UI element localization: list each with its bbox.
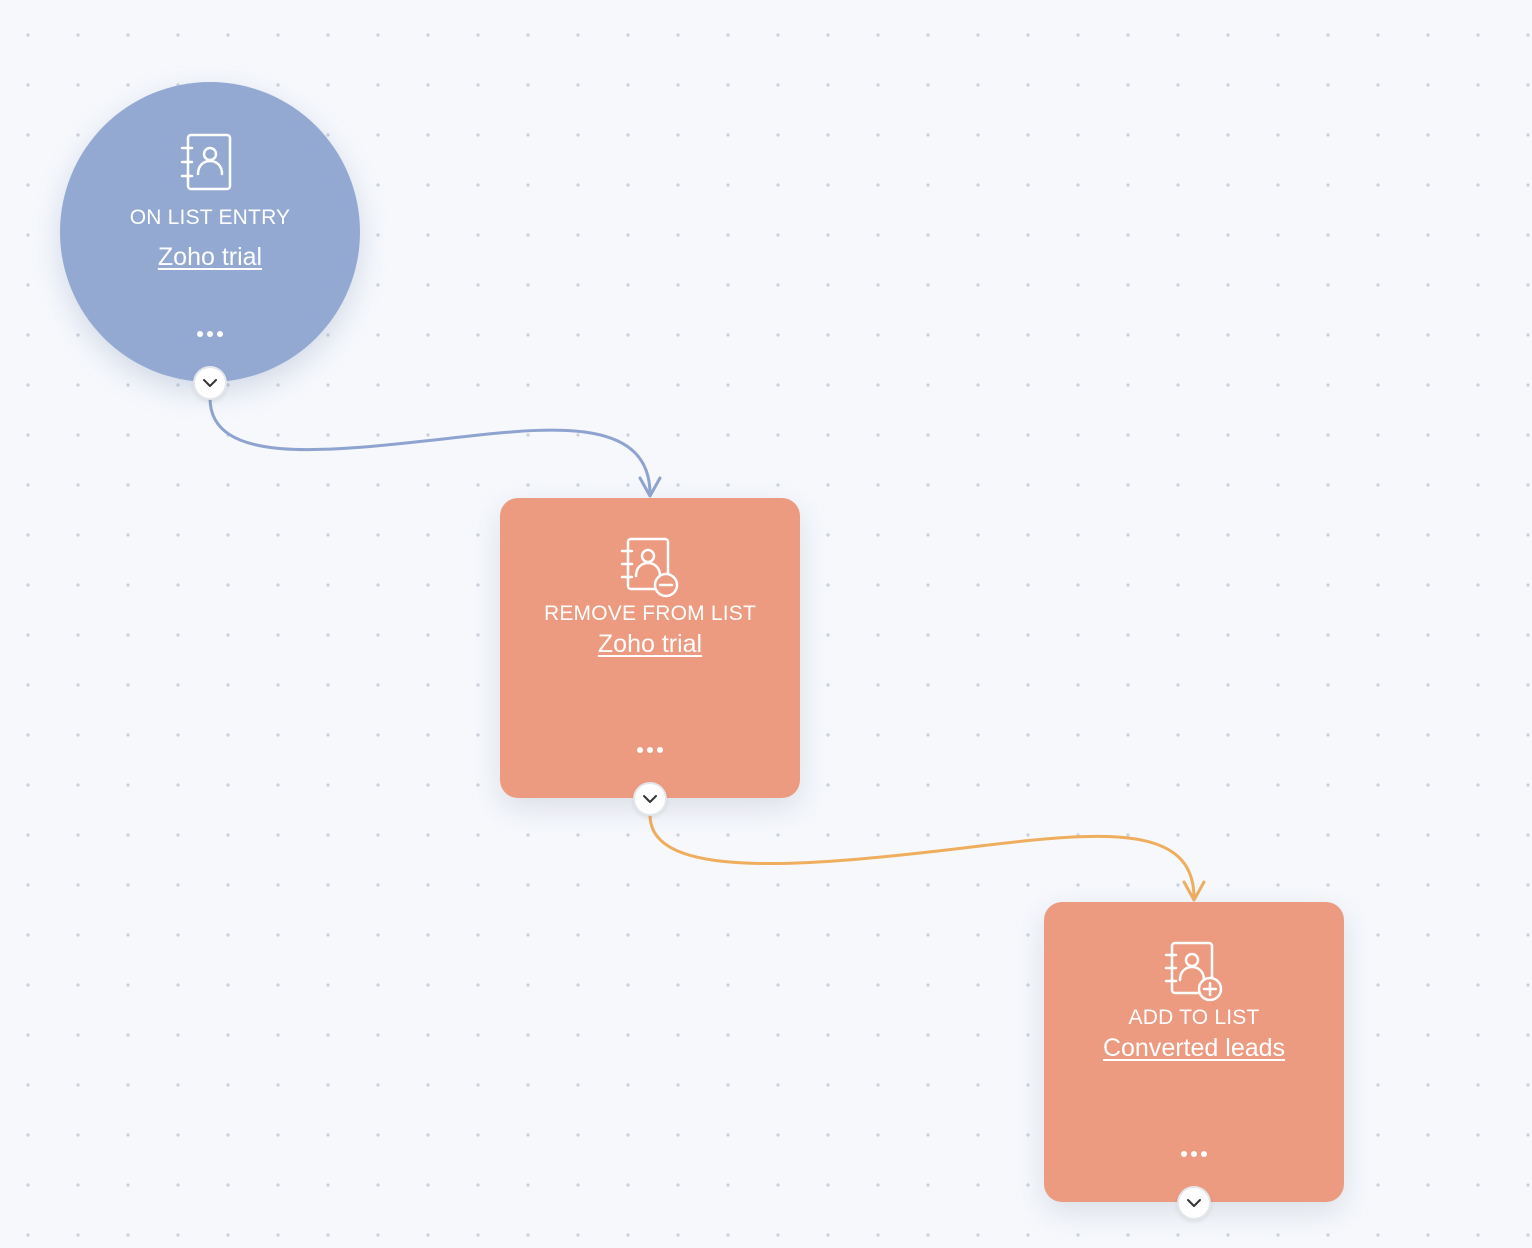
expand-toggle-button[interactable] bbox=[193, 366, 227, 400]
node-title: ADD TO LIST bbox=[1128, 1006, 1260, 1029]
arrowhead-remove-icon bbox=[638, 476, 662, 498]
trigger-node-on-list-entry[interactable]: ON LIST ENTRY Zoho trial bbox=[60, 82, 360, 400]
node-title: ON LIST ENTRY bbox=[129, 206, 291, 229]
arrowhead-add-icon bbox=[1182, 880, 1206, 902]
contact-book-minus-icon bbox=[620, 537, 679, 598]
node-list-link[interactable]: Zoho trial bbox=[597, 630, 703, 658]
contact-book-plus-icon bbox=[1164, 941, 1223, 1002]
more-options-icon[interactable] bbox=[631, 743, 669, 757]
expand-toggle-button[interactable] bbox=[633, 782, 667, 816]
chevron-down-icon bbox=[1187, 1199, 1201, 1207]
action-node-add-to-list[interactable]: ADD TO LIST Converted leads bbox=[1044, 902, 1344, 1220]
node-list-link[interactable]: Converted leads bbox=[1102, 1034, 1286, 1062]
expand-toggle-button[interactable] bbox=[1177, 1186, 1211, 1220]
connector-remove-to-add bbox=[648, 814, 1196, 899]
chevron-down-icon bbox=[643, 795, 657, 803]
contact-book-icon bbox=[180, 133, 232, 191]
more-options-icon[interactable] bbox=[191, 327, 229, 341]
chevron-down-icon bbox=[203, 379, 217, 387]
more-options-icon[interactable] bbox=[1175, 1147, 1213, 1161]
node-title: REMOVE FROM LIST bbox=[543, 602, 757, 625]
action-node-remove-from-list[interactable]: REMOVE FROM LIST Zoho trial bbox=[500, 498, 800, 816]
connector-trigger-to-remove bbox=[208, 397, 652, 495]
node-list-link[interactable]: Zoho trial bbox=[157, 243, 263, 271]
